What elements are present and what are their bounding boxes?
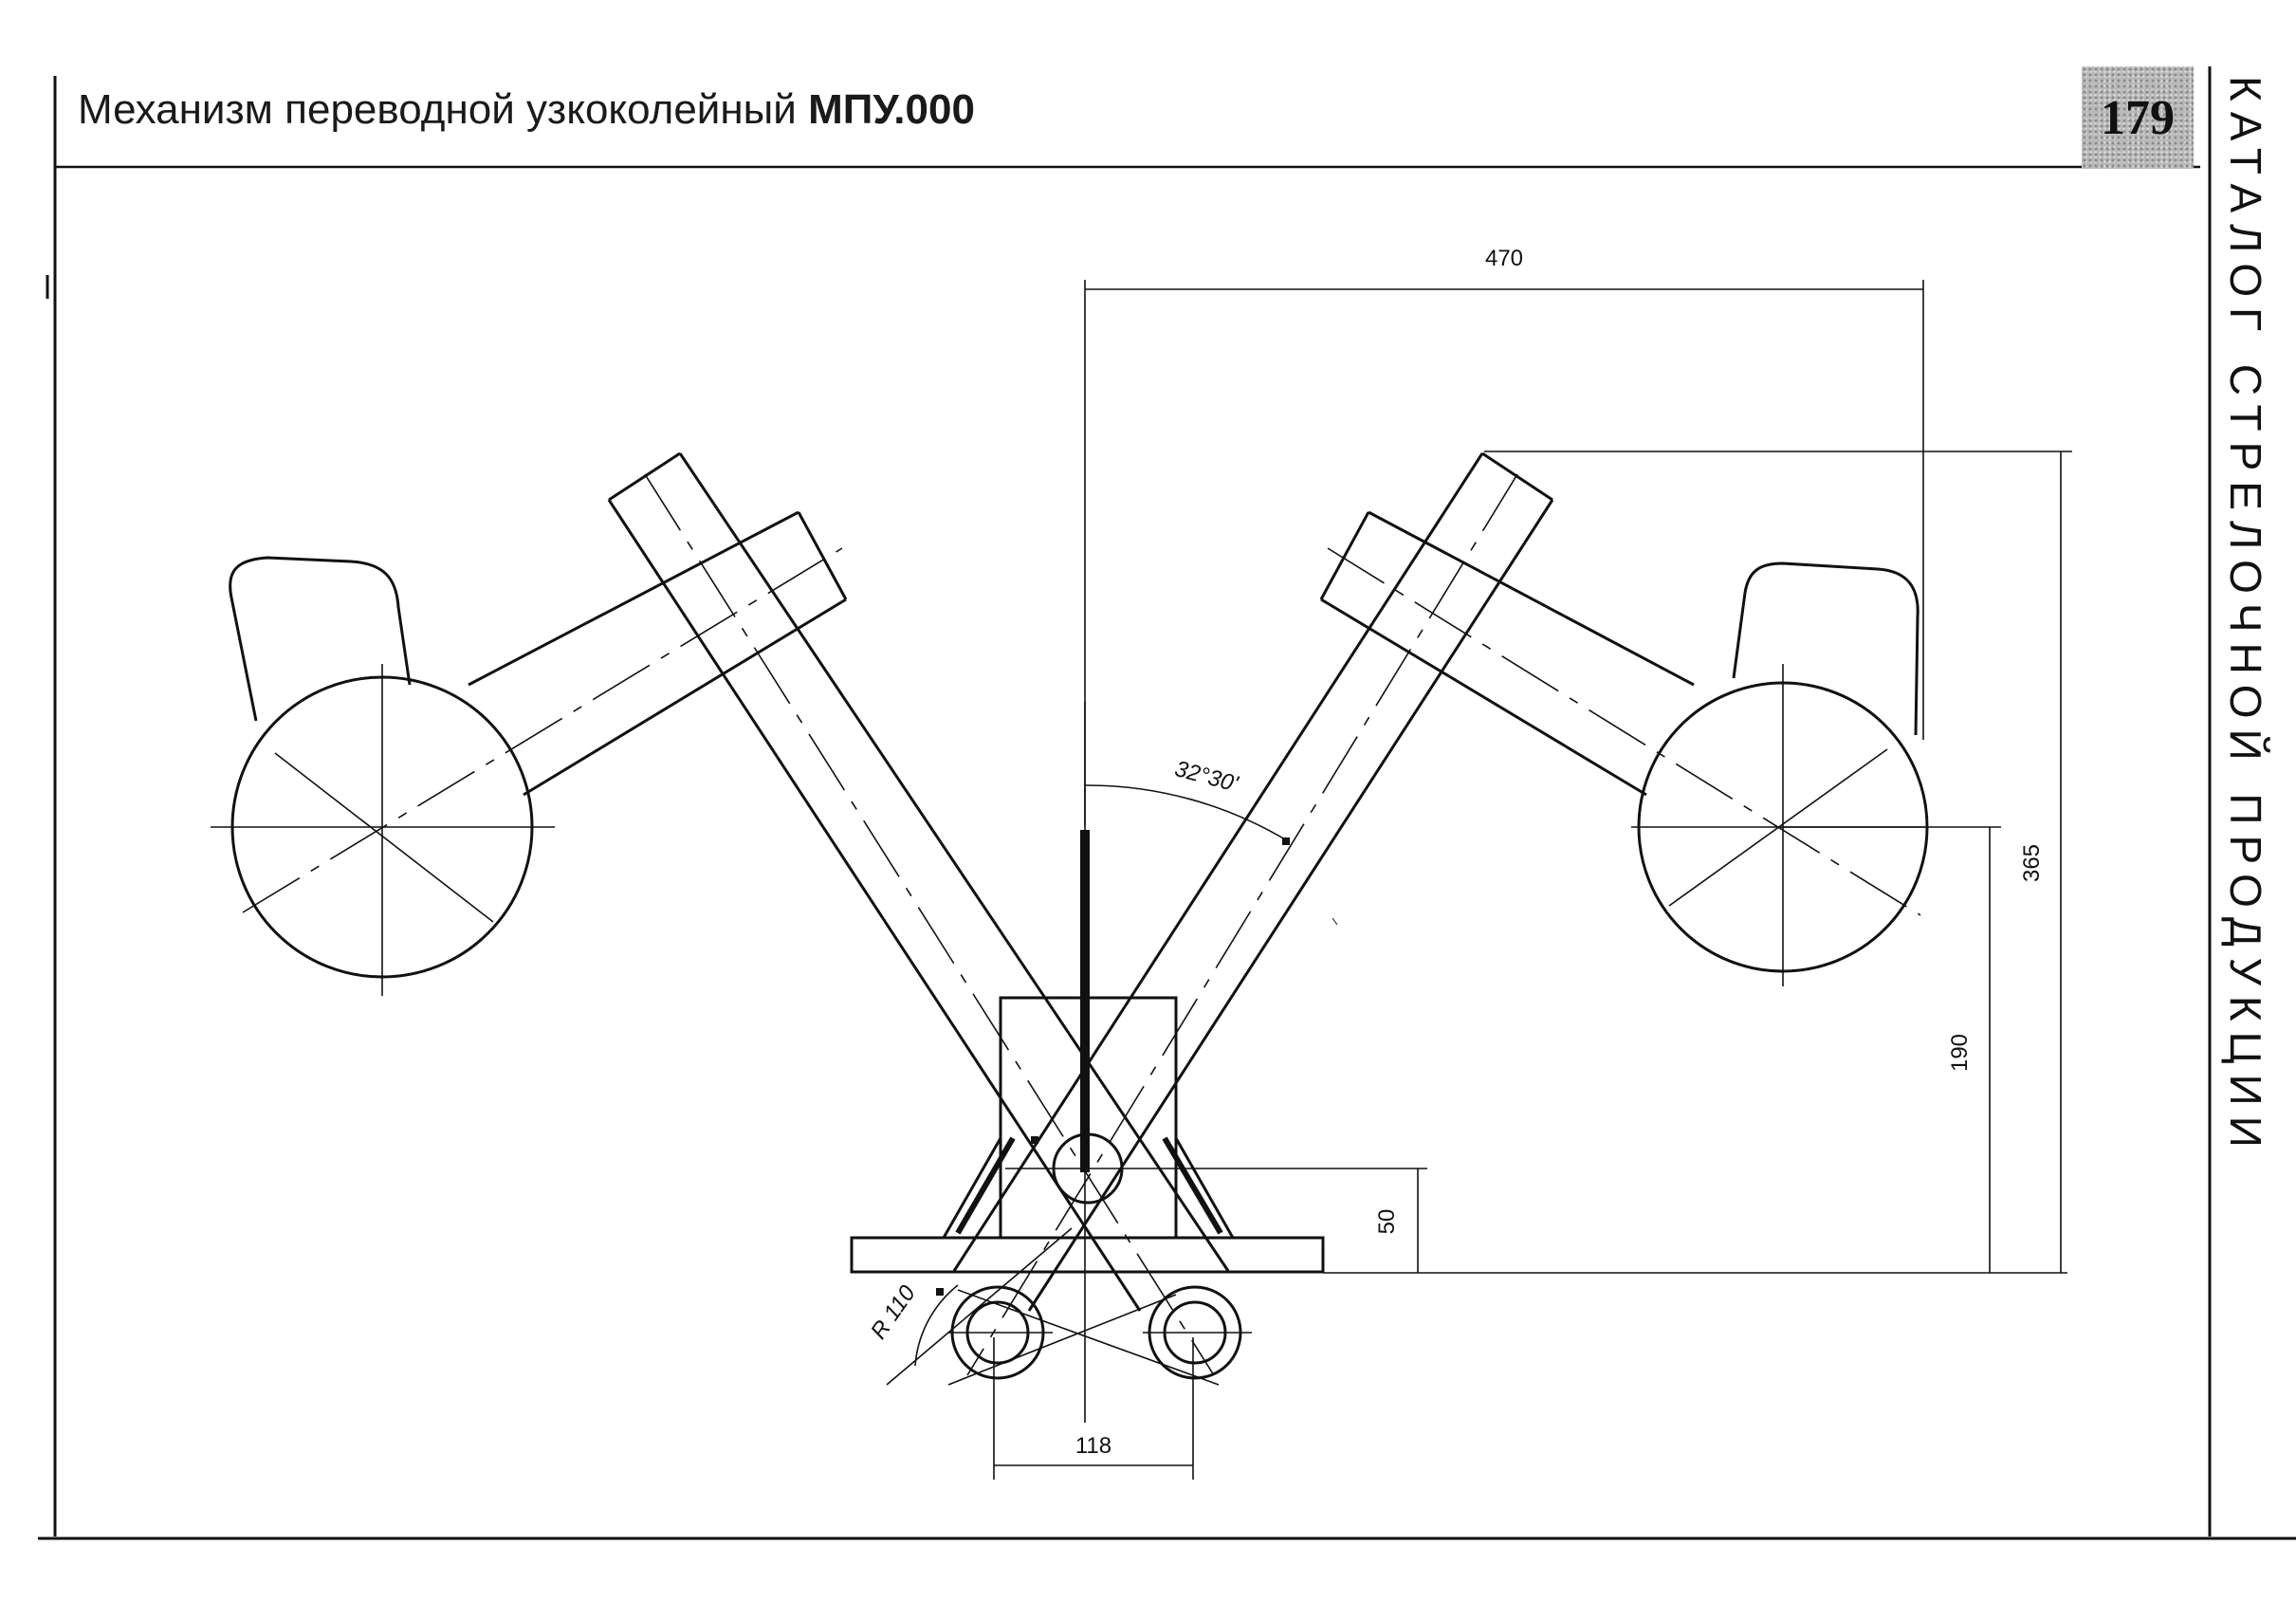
- dim-height-total-label: 365: [2019, 844, 2045, 882]
- dim-height-axis-label: 190: [1947, 1034, 1973, 1072]
- left-motor-arm-lower: [523, 598, 847, 797]
- dimension-ticks: [936, 837, 1290, 1296]
- right-motor-assembly: [1319, 510, 1929, 986]
- base-bracket: [850, 702, 2067, 1423]
- dim-bottom-width-label: 118: [1075, 1433, 1111, 1459]
- page-number: 179: [2101, 90, 2175, 145]
- dim-angle-label: 32°30': [1172, 756, 1242, 798]
- catalog-vertical-text: КАТАЛОГ СТРЕЛОЧНОЙ ПРОДУКЦИИ: [2221, 76, 2270, 1158]
- dim-radius-label: R 110: [866, 1280, 921, 1344]
- page-title: Механизм переводной узкоколейный МПУ.000: [78, 82, 975, 138]
- right-motor-arm-end: [1319, 511, 1370, 600]
- page-number-badge: 179: [2082, 66, 2194, 169]
- title-regular: Механизм переводной узкоколейный: [78, 86, 797, 133]
- right-motor-arm-upper: [1368, 510, 1695, 687]
- sidebar-catalog-label: КАТАЛОГ СТРЕЛОЧНОЙ ПРОДУКЦИИ: [2213, 76, 2280, 1158]
- left-motor-housing: [229, 556, 412, 722]
- left-motor-assembly: [211, 510, 848, 996]
- dim-top-width-label: 470: [1485, 246, 1523, 271]
- title-model-code: МПУ.000: [808, 86, 975, 133]
- dimension-lines: [886, 280, 2072, 1480]
- left-motor-arm-end: [797, 511, 848, 600]
- dim-height-base-label: 50: [1374, 1209, 1400, 1235]
- left-motor-arm-upper: [468, 510, 799, 687]
- page-frame: [38, 66, 2296, 1540]
- right-motor-housing: [1732, 561, 1919, 736]
- crossed-levers: [607, 451, 1554, 1386]
- right-motor-arm-lower: [1320, 598, 1647, 797]
